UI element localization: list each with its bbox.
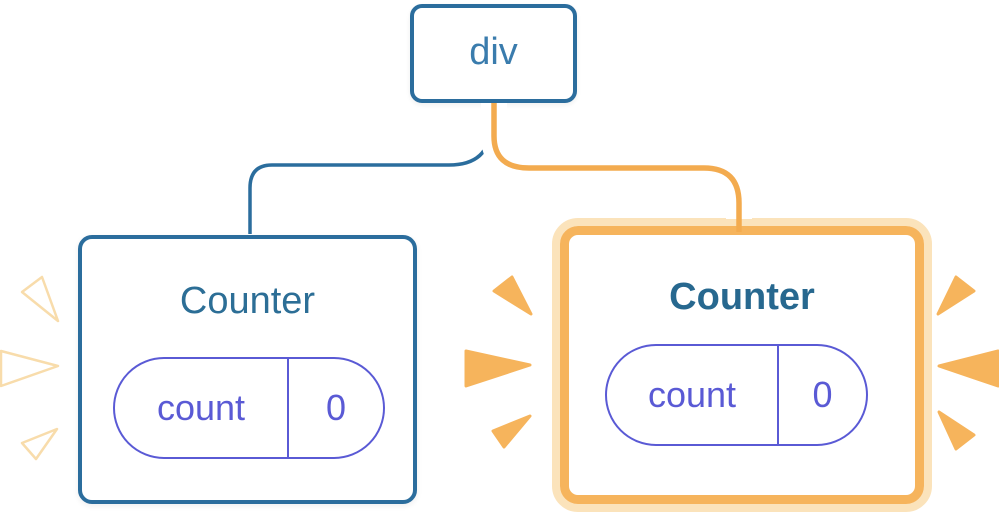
counter-title-left: Counter: [179, 280, 316, 322]
counter-card-right-highlight-ring: Counter count 0: [552, 218, 932, 512]
state-value-left: 0: [325, 387, 347, 428]
spark: [20, 427, 59, 461]
state-key-left: count: [115, 359, 289, 457]
state-pill-right: count 0: [605, 344, 868, 446]
render-burst-left-faded: [0, 275, 60, 461]
state-value-right: 0: [812, 374, 833, 415]
spark: [20, 275, 60, 323]
spark: [936, 275, 976, 316]
spark: [464, 349, 532, 388]
spark: [937, 349, 999, 388]
connector-right-orange: [491, 103, 742, 232]
counter-title-right: Counter: [669, 276, 815, 318]
root-node-label: div: [469, 30, 518, 73]
connector-right-casing: [481, 103, 752, 219]
spark: [0, 349, 60, 388]
render-burst-middle-active: [464, 275, 533, 449]
spark: [491, 414, 532, 449]
state-key-right: count: [607, 346, 779, 444]
render-burst-right-active: [936, 275, 999, 451]
spark: [492, 275, 533, 316]
counter-card-right: Counter count 0: [560, 226, 924, 504]
spark: [937, 410, 976, 451]
state-pill-left: count 0: [113, 357, 385, 459]
root-node-div: div: [410, 4, 577, 103]
connector-left-blue: [248, 103, 493, 234]
counter-card-left: Counter count 0: [78, 235, 417, 504]
